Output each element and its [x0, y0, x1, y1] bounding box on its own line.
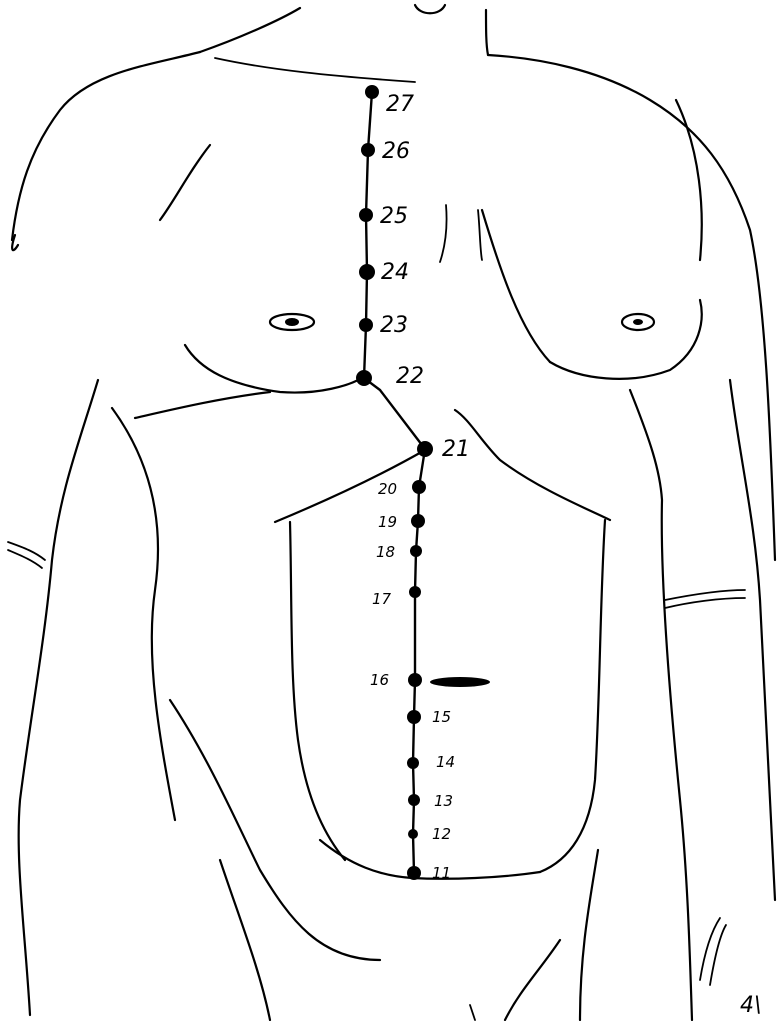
neck-right	[486, 10, 488, 55]
acupoint-24	[359, 264, 375, 280]
abdomen-left	[290, 522, 345, 860]
neck-left	[200, 8, 300, 52]
acupoint-27	[365, 85, 379, 99]
acupoint-15	[407, 710, 421, 724]
right-nipple	[633, 319, 643, 325]
ribcage-left-arch	[275, 450, 425, 522]
label-point-18: 18	[376, 543, 395, 561]
right-breast	[550, 300, 702, 379]
label-point-21: 21	[442, 437, 470, 462]
left-forearm-mark	[8, 542, 45, 568]
right-hip	[580, 850, 598, 1020]
label-point-24: 24	[381, 260, 409, 285]
lower-abdomen	[320, 840, 540, 879]
right-shoulder	[488, 55, 775, 560]
acupoint-13	[408, 794, 420, 806]
right-hand-mark	[700, 918, 726, 985]
acupoint-18	[410, 545, 422, 557]
navel	[430, 677, 490, 687]
label-point-27: 27	[386, 92, 414, 117]
label-point-22: 22	[396, 364, 424, 389]
left-shoulder-to-chest	[160, 145, 210, 220]
acupoint-20	[412, 480, 426, 494]
label-point-15: 15	[432, 708, 451, 726]
label-point-16: 16	[370, 671, 389, 689]
label-point-26: 26	[382, 139, 410, 164]
acupoint-16	[408, 673, 422, 687]
acupoint-21	[417, 441, 433, 457]
cleavage-right	[478, 210, 482, 260]
label-point-23: 23	[380, 313, 408, 338]
right-forearm-mark	[665, 590, 745, 608]
left-ribcage	[135, 392, 270, 418]
label-point-11: 11	[432, 864, 451, 882]
chin	[415, 5, 445, 13]
acupoint-26	[361, 143, 375, 157]
right-chest-edge	[482, 210, 550, 362]
label-point-19: 19	[378, 513, 397, 531]
left-side	[112, 408, 175, 820]
left-hip	[170, 700, 380, 960]
acupoint-23	[359, 318, 373, 332]
left-nipple	[285, 318, 299, 326]
corner-mark: 4\	[740, 993, 761, 1018]
right-shoulder-inner	[676, 100, 702, 260]
ribcage-right-arch	[455, 410, 610, 520]
right-arm-outer	[730, 380, 775, 900]
clavicle-line	[215, 58, 415, 82]
acupoint-11	[407, 866, 421, 880]
acupoint-17	[409, 586, 421, 598]
left-shoulder	[12, 52, 200, 240]
left-groin	[220, 860, 270, 1020]
cleavage-left	[440, 205, 447, 262]
acupoint-25	[359, 208, 373, 222]
acupoint-14	[407, 757, 419, 769]
right-side	[630, 390, 692, 1020]
label-point-25: 25	[380, 204, 408, 229]
pubic-mark	[470, 1005, 475, 1020]
acupoint-22	[356, 370, 372, 386]
left-breast	[185, 345, 362, 393]
label-point-17: 17	[372, 590, 392, 608]
label-point-12: 12	[432, 825, 451, 843]
abdomen-right	[540, 520, 605, 872]
label-point-13: 13	[434, 792, 453, 810]
left-arm-outer	[19, 380, 98, 1015]
right-groin	[505, 940, 560, 1020]
label-point-14: 14	[436, 753, 455, 771]
label-point-20: 20	[378, 480, 397, 498]
acupoint-12	[408, 829, 418, 839]
acupoint-19	[411, 514, 425, 528]
